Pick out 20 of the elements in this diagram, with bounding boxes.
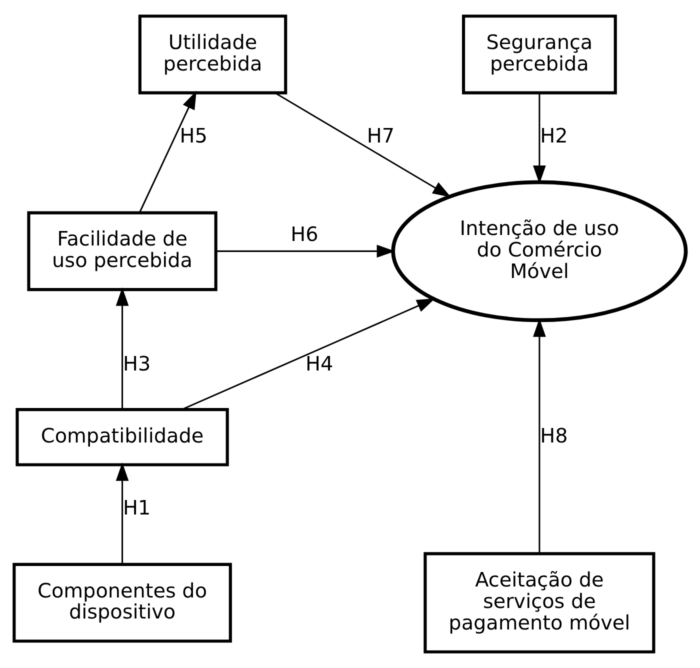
node-box: Componentes do dispositivo [12, 562, 232, 643]
edge-label: H7 [366, 124, 395, 148]
node-box: Compatibilidade [16, 408, 229, 466]
arrow [116, 462, 129, 564]
node-box: Segurança percebida [462, 14, 617, 94]
edge-label: H4 [306, 352, 334, 376]
edge-label: H8 [540, 424, 568, 448]
node-box: Utilidade percebida [138, 14, 288, 94]
edge-label: H2 [540, 124, 568, 148]
node-box: Facilidade de uso percebida [27, 211, 218, 292]
edge-label: H1 [123, 496, 151, 520]
edge-label: H5 [180, 124, 208, 148]
arrow [139, 90, 196, 213]
arrow [216, 244, 396, 258]
edge-label: H3 [123, 352, 151, 376]
arrow [182, 298, 436, 410]
arrow [116, 287, 129, 410]
arrow [274, 92, 452, 198]
node-box: Aceitação de serviços de pagamento móvel [424, 552, 656, 654]
edge-label: H6 [290, 223, 318, 246]
